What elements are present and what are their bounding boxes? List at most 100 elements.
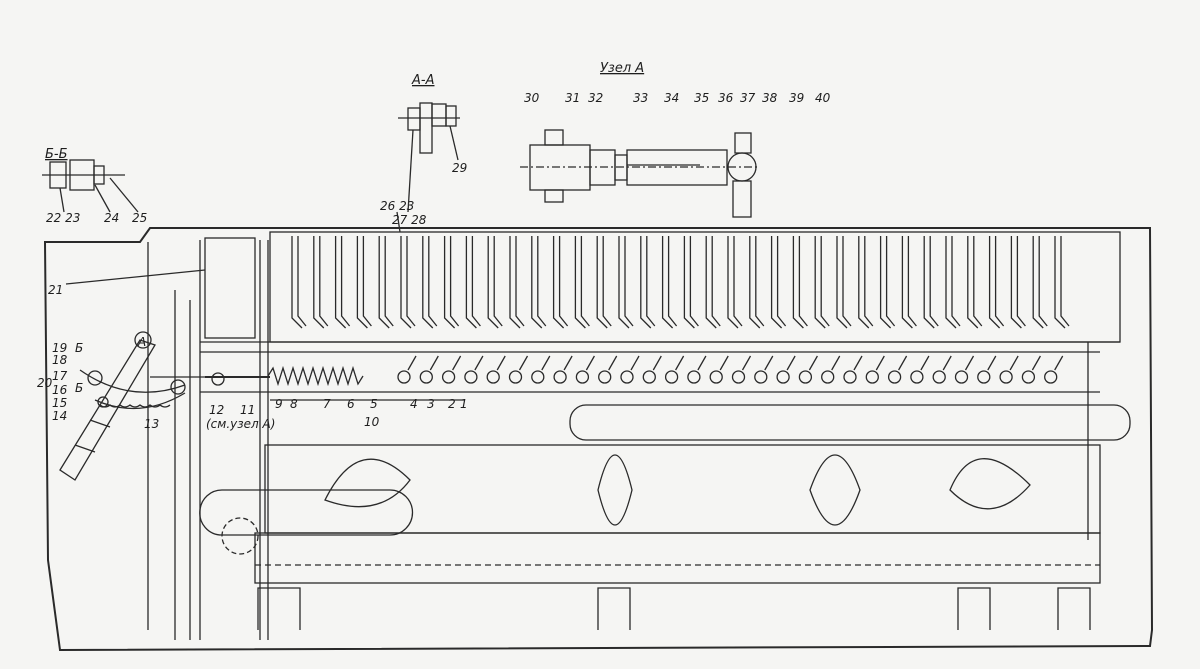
frame-leg (1057, 587, 1091, 630)
label: 3 (427, 397, 435, 411)
fin (792, 236, 808, 329)
fin (574, 236, 590, 329)
fin (749, 236, 765, 329)
roller-arm (429, 355, 439, 371)
fin (552, 236, 569, 329)
fin (465, 236, 481, 329)
roller (441, 370, 456, 384)
fin (356, 236, 372, 329)
title-section-aa: А-А (411, 73, 434, 88)
roller-arm (452, 355, 462, 371)
roller-arm (942, 355, 952, 371)
roller (843, 370, 857, 384)
roller (910, 370, 924, 384)
fin (967, 236, 983, 329)
section-bb (42, 159, 139, 213)
label: 24 (104, 211, 119, 225)
fin (901, 236, 917, 329)
roller-arm (407, 355, 417, 371)
roller-arm (1054, 355, 1064, 371)
label: 16 (52, 383, 68, 397)
label: 7 (323, 397, 331, 411)
roller-arm (831, 355, 841, 371)
fin (509, 236, 525, 329)
label: 18 (52, 353, 68, 367)
roller-arm (630, 355, 640, 371)
fin (400, 236, 416, 329)
label: 5 (370, 397, 378, 411)
roller (508, 370, 523, 384)
roller (887, 370, 902, 384)
label: 15 (52, 396, 67, 410)
label: 38 (762, 91, 778, 105)
label: 30 (524, 91, 540, 105)
roller (954, 370, 969, 384)
label: 39 (789, 91, 804, 105)
machine-frame (43, 227, 1154, 652)
fin-comb (291, 236, 1070, 329)
roller (798, 370, 813, 384)
roller-arm (764, 355, 774, 371)
fin (422, 236, 438, 329)
roller (776, 370, 790, 384)
section-aa (398, 102, 460, 213)
title-node-a: Узел А (600, 61, 644, 76)
fin (443, 236, 460, 329)
roller-arm (898, 355, 908, 371)
node-a-detail (520, 129, 760, 218)
roller-arm (920, 355, 930, 371)
fin (988, 236, 1005, 329)
roller (709, 370, 723, 384)
label: 19 (52, 341, 67, 355)
roller (464, 370, 478, 384)
labels: Б-Б А-А Узел А 22 23 24 25 26 23 27 28 2… (37, 61, 831, 431)
fin (1032, 236, 1048, 329)
label: 17 (52, 369, 68, 383)
roller-arm (608, 355, 618, 371)
label: 37 (740, 91, 756, 105)
label: 12 (209, 403, 224, 417)
fin (291, 236, 307, 329)
label: 35 (694, 91, 709, 105)
label: 2 (448, 397, 456, 411)
roller-arm (853, 355, 863, 371)
fin (487, 236, 503, 329)
roller-arm (518, 355, 529, 371)
label: Б (75, 341, 83, 355)
roller (598, 370, 612, 384)
label: 22 23 (46, 211, 80, 225)
roller-arm (741, 355, 752, 371)
roller-arm (496, 355, 506, 371)
fin (727, 236, 743, 329)
roller-arm (652, 355, 662, 371)
label: 40 (815, 91, 831, 105)
roller (821, 370, 835, 384)
fin (640, 236, 656, 329)
fin (770, 236, 787, 329)
fin (836, 236, 852, 329)
roller-row (397, 355, 1064, 384)
label: 10 (364, 415, 380, 429)
roller-arm (1009, 355, 1019, 371)
fin (879, 236, 896, 329)
label: 20 (37, 376, 53, 390)
lever-sector (59, 331, 205, 481)
label: 1 (460, 397, 468, 411)
label: 14 (52, 409, 67, 423)
roller (932, 370, 946, 384)
roller-arm (474, 355, 484, 371)
label: (см.узел А) (206, 417, 275, 431)
spring (267, 365, 364, 387)
label: А (137, 335, 146, 349)
roller (754, 370, 768, 384)
roller (397, 370, 411, 384)
fin (1054, 236, 1070, 329)
fin (661, 236, 678, 329)
roller (486, 370, 500, 384)
label: 31 (565, 91, 580, 105)
label: 21 (48, 283, 63, 297)
label: 26 23 (380, 199, 414, 213)
fin (858, 236, 874, 329)
